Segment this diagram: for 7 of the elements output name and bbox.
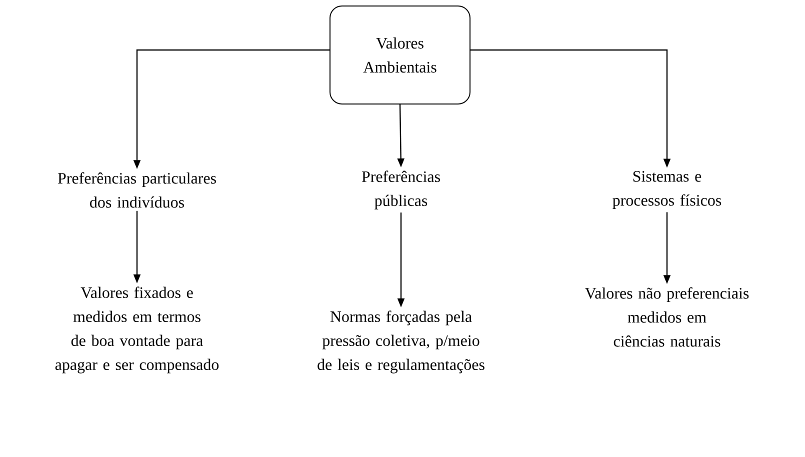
node-text: Sistemas e processos físicos [612,171,722,209]
node-text: Preferências particulares dos indivíduos [58,172,216,208]
node-text: Normas forçadas pela pressão coletiva, p/meio de leis e regulamentações [318,310,484,374]
node-text: Valores fixados e medidos em termos de boa vontade para apagar e ser compensado [55,286,219,374]
node-text: Valores não preferenciais medidos em ciências naturais [585,287,749,347]
node-text: Preferências públicas [362,170,440,210]
rounded-box: Valores Ambientais [330,6,470,104]
